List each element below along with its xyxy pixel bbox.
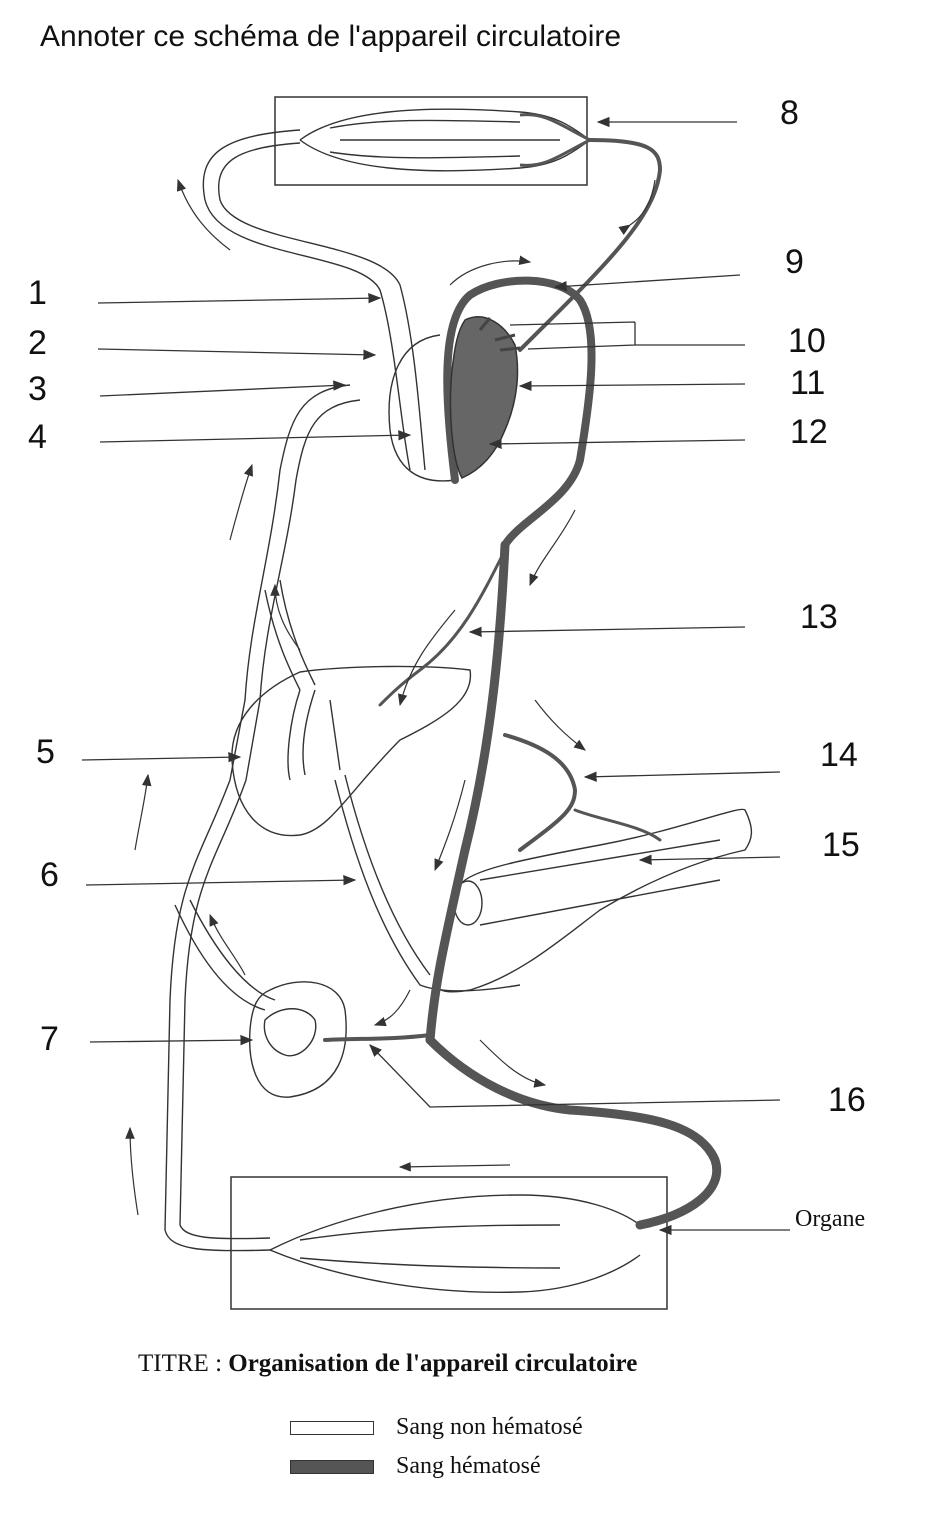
leader-lines bbox=[81, 116, 790, 1236]
label-2: 2 bbox=[28, 324, 47, 362]
organ-label: Organe bbox=[795, 1206, 866, 1232]
heart-left bbox=[449, 316, 521, 479]
intestine bbox=[435, 808, 753, 993]
page-heading: Annoter ce schéma de l'appareil circulat… bbox=[40, 20, 622, 53]
legend-label-oxygenated: Sang hématosé bbox=[396, 1453, 541, 1479]
label-8: 8 bbox=[780, 94, 799, 132]
organ-box bbox=[230, 1176, 668, 1310]
legend-label-deoxygenated: Sang non hématosé bbox=[396, 1414, 583, 1440]
label-10: 10 bbox=[788, 322, 826, 360]
legend-deoxygenated: Sang non hématosé bbox=[290, 1414, 583, 1441]
label-13: 13 bbox=[800, 598, 838, 636]
label-15: 15 bbox=[822, 826, 860, 864]
label-7: 7 bbox=[40, 1020, 59, 1058]
title-text: Organisation de l'appareil circulatoire bbox=[228, 1350, 638, 1377]
liver bbox=[231, 665, 472, 837]
label-14: 14 bbox=[820, 736, 858, 774]
label-11: 11 bbox=[790, 364, 826, 402]
label-9: 9 bbox=[785, 243, 804, 281]
kidney bbox=[248, 981, 347, 1098]
label-16: 16 bbox=[828, 1081, 866, 1119]
label-3: 3 bbox=[28, 370, 47, 408]
label-5: 5 bbox=[36, 733, 55, 771]
legend-oxygenated: Sang hématosé bbox=[290, 1453, 541, 1480]
label-4: 4 bbox=[28, 418, 47, 456]
legend-swatch-dark bbox=[290, 1459, 374, 1474]
deoxygenated-vessels bbox=[164, 129, 521, 1252]
lungs-box bbox=[274, 96, 591, 186]
label-1: 1 bbox=[28, 274, 47, 312]
title-prefix: TITRE : bbox=[138, 1350, 229, 1377]
flow-arrows bbox=[125, 178, 656, 1216]
label-12: 12 bbox=[790, 413, 828, 451]
diagram-title: TITRE : Organisation de l'appareil circu… bbox=[138, 1350, 637, 1378]
legend-swatch-light bbox=[290, 1420, 374, 1435]
label-6: 6 bbox=[40, 856, 59, 894]
